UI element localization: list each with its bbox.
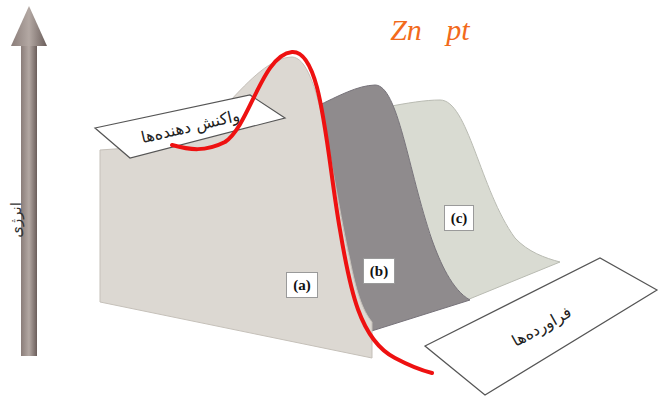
curve-label-box: (b) — [363, 258, 395, 284]
axis-label: انرژی — [7, 202, 25, 238]
node-text: (a) — [293, 276, 311, 294]
node-text: (c) — [451, 209, 468, 227]
handwritten-note: pt — [446, 13, 469, 47]
node-text: (b) — [370, 262, 388, 280]
curve-label-box: (a) — [286, 272, 318, 298]
reactants-plane: واکنش دهنده‌ها — [92, 92, 292, 162]
curve-label-box: (c) — [444, 205, 475, 231]
energy-axis-arrow — [11, 6, 47, 356]
handwritten-note: Zn — [390, 13, 422, 47]
products-plane: فراورده‌ها — [422, 254, 660, 400]
